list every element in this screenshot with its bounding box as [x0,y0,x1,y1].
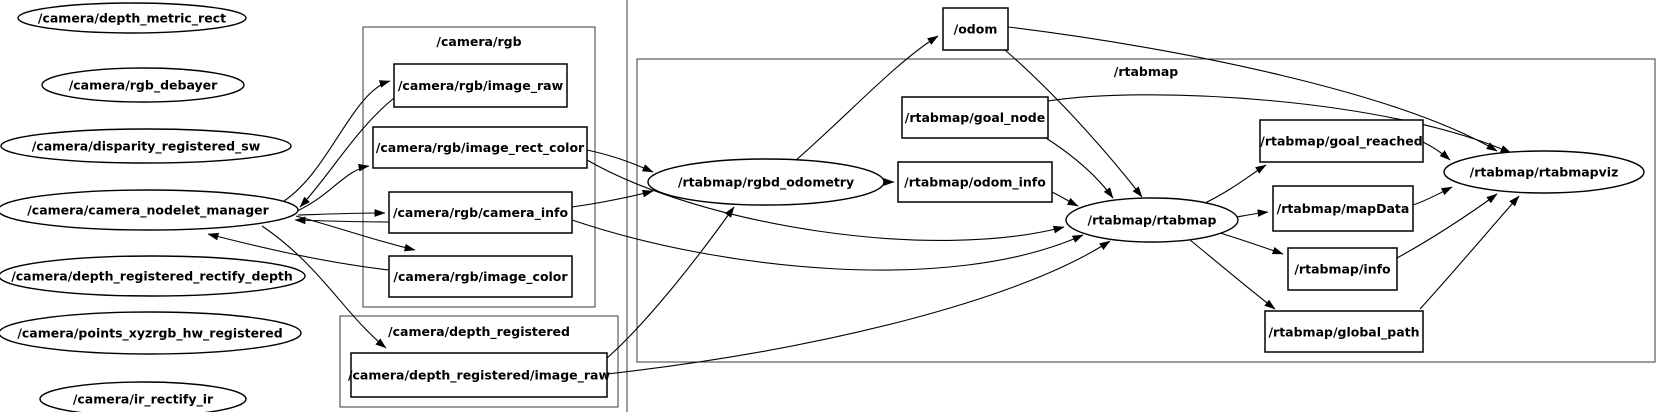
node-camera-depth-metric-rect-shape[interactable] [17,2,247,34]
topic-rtabmap-odom-info-label: /rtabmap/odom_info [904,175,1046,191]
node-camera-nodelet-manager: /camera/camera_nodelet_manager [0,189,299,231]
edge-rgbd-odometry-to-odom [794,35,939,162]
cluster-camera-rgb-label: /camera/rgb [436,34,521,49]
edge-rtabmap-to-global-path [1189,239,1276,310]
node-camera-rgb-debayer-label: /camera/rgb_debayer [69,78,218,94]
node-rtabmap-rgbd-odometry: /rtabmap/rgbd_odometry [647,158,885,206]
topic-rtabmap-info-label: /rtabmap/info [1294,262,1391,277]
node-camera-ir-rectify-ir: /camera/ir_rectify_ir [39,381,247,412]
topic-rtabmap-goal-node-label: /rtabmap/goal_node [905,110,1045,126]
topic-rtabmap-goal-reached: /rtabmap/goal_reached [1259,119,1424,163]
node-camera-nodelet-manager-shape[interactable] [0,189,299,231]
node-rtabmap-rtabmapviz: /rtabmap/rtabmapviz [1443,150,1645,194]
topic-rtabmap-global-path: /rtabmap/global_path [1264,310,1424,353]
edge-rgb-camera-info-to-rtabmap [571,219,1084,271]
node-camera-depth-metric-rect: /camera/depth_metric_rect [17,2,247,34]
topic-rtabmap-mapdata-label: /rtabmap/mapData [1277,201,1410,216]
topic-rtabmap-goal-reached-shape[interactable] [1259,119,1424,163]
edge-rgb-camera-info-to-rgbd-odometry [571,189,654,208]
node-camera-points-xyzrgb-hw-registered-shape[interactable] [0,311,302,355]
edge-info-to-rtabmapviz [1396,193,1498,259]
node-camera-rgb-debayer-shape[interactable] [41,67,245,103]
topic-rtabmap-odom-info-shape[interactable] [897,161,1053,203]
edge-manager-to-depth-image-raw [261,225,387,349]
node-camera-depth-metric-rect-label: /camera/depth_metric_rect [38,11,226,27]
edge-rtabmap-to-mapdata [1236,209,1269,218]
topic-odom-shape[interactable] [942,7,1009,51]
topic-rtabmap-global-path-shape[interactable] [1264,310,1424,353]
node-camera-disparity-registered-sw: /camera/disparity_registered_sw [0,128,292,164]
cluster-camera-depth-registered-label: /camera/depth_registered [388,324,570,340]
edge-rgb-image-raw-to-manager [299,97,395,208]
node-rtabmap-rtabmapviz-label: /rtabmap/rtabmapviz [1470,165,1619,180]
cluster-rtabmap [636,58,1656,363]
node-camera-depth-registered-rectify-depth: /camera/depth_registered_rectify_depth [0,255,306,297]
topic-rtabmap-odom-info: /rtabmap/odom_info [897,161,1053,203]
topic-rtabmap-global-path-label: /rtabmap/global_path [1268,325,1419,341]
topic-rgb-image-color-shape[interactable] [388,255,573,298]
topic-rgb-image-color-label: /camera/rgb/image_color [393,269,568,285]
node-camera-nodelet-manager-label: /camera/camera_nodelet_manager [27,203,269,219]
edge-rgb-image-rect-color-to-rgbd-odometry [586,149,654,173]
topic-rtabmap-goal-node: /rtabmap/goal_node [901,96,1049,139]
node-camera-depth-registered-rectify-depth-shape[interactable] [0,255,306,297]
edge-depth-image-raw-to-rtabmap [606,240,1111,375]
edge-rgb-image-rect-color-to-rtabmap [586,159,1065,242]
node-rtabmap-rtabmapviz-shape[interactable] [1443,150,1645,194]
topic-odom: /odom [942,7,1009,51]
edge-manager-to-rgb-camera-info [297,209,386,217]
edge-depth-image-raw-to-rgbd-odometry [606,206,735,359]
node-rtabmap-rtabmap-shape[interactable] [1065,197,1239,243]
topic-rtabmap-info-shape[interactable] [1287,247,1398,291]
edge-rtabmap-to-goal-reached [1202,164,1267,205]
edge-rgb-camera-info-to-manager [294,216,390,225]
node-rtabmap-rtabmap-label: /rtabmap/rtabmap [1088,213,1217,228]
edge-manager-to-rgb-image-rect-color [296,163,370,212]
topic-depth-registered-image-raw: /camera/depth_registered/image_raw [348,352,611,398]
node-rtabmap-rtabmap: /rtabmap/rtabmap [1065,197,1239,243]
topic-rtabmap-mapdata: /rtabmap/mapData [1272,185,1414,232]
topic-depth-registered-image-raw-shape[interactable] [350,352,608,398]
topic-rgb-image-raw: /camera/rgb/image_raw [393,63,568,108]
topic-rgb-image-rect-color-shape[interactable] [372,126,588,169]
node-camera-points-xyzrgb-hw-registered: /camera/points_xyzrgb_hw_registered [0,311,302,355]
node-camera-ir-rectify-ir-shape[interactable] [39,381,247,412]
topic-rtabmap-goal-reached-label: /rtabmap/goal_reached [1260,134,1422,150]
node-camera-depth-registered-rectify-depth-label: /camera/depth_registered_rectify_depth [11,269,293,285]
topic-rgb-image-color: /camera/rgb/image_color [388,255,573,298]
cluster-rtabmap-label: /rtabmap [1114,64,1179,79]
cluster-camera-depth-registered [339,315,619,408]
node-rtabmap-rgbd-odometry-shape[interactable] [647,158,885,206]
edge-mapdata-to-rtabmapviz [1412,186,1453,206]
topic-rgb-image-rect-color-label: /camera/rgb/image_rect_color [376,140,585,156]
topic-rgb-camera-info: /camera/rgb/camera_info [388,191,573,234]
edge-rtabmap-to-info [1219,232,1284,255]
topic-rgb-camera-info-shape[interactable] [388,191,573,234]
node-camera-disparity-registered-sw-label: /camera/disparity_registered_sw [32,139,261,155]
node-camera-disparity-registered-sw-shape[interactable] [0,128,292,164]
topic-odom-label: /odom [954,22,998,37]
edge-rgb-image-color-to-manager [207,232,390,271]
node-rtabmap-rgbd-odometry-label: /rtabmap/rgbd_odometry [678,175,854,191]
node-camera-rgb-debayer: /camera/rgb_debayer [41,67,245,103]
topic-rgb-camera-info-label: /camera/rgb/camera_info [393,205,569,221]
topic-rgb-image-rect-color: /camera/rgb/image_rect_color [372,126,588,169]
topic-depth-registered-image-raw-label: /camera/depth_registered/image_raw [348,368,611,384]
edge-global-path-to-rtabmapviz [1419,195,1520,310]
edge-goal-reached-to-rtabmapviz [1422,141,1451,161]
edge-odom-to-rtabmapviz [1007,26,1498,152]
edge-odom-info-to-rtabmap [1051,191,1079,207]
edge-goal-node-to-rtabmap [1045,137,1114,199]
topic-rtabmap-info: /rtabmap/info [1287,247,1398,291]
topic-rgb-image-raw-label: /camera/rgb/image_raw [398,78,564,94]
edge-goal-node-to-rtabmapviz [1047,94,1512,154]
topic-rtabmap-mapdata-shape[interactable] [1272,185,1414,232]
node-camera-ir-rectify-ir-label: /camera/ir_rectify_ir [73,392,214,408]
topic-rtabmap-goal-node-shape[interactable] [901,96,1049,139]
topic-rgb-image-raw-shape[interactable] [393,63,568,108]
node-camera-points-xyzrgb-hw-registered-label: /camera/points_xyzrgb_hw_registered [17,326,282,342]
edge-manager-to-rgb-image-raw [283,80,391,202]
edge-odom-to-rtabmap [1004,49,1143,198]
